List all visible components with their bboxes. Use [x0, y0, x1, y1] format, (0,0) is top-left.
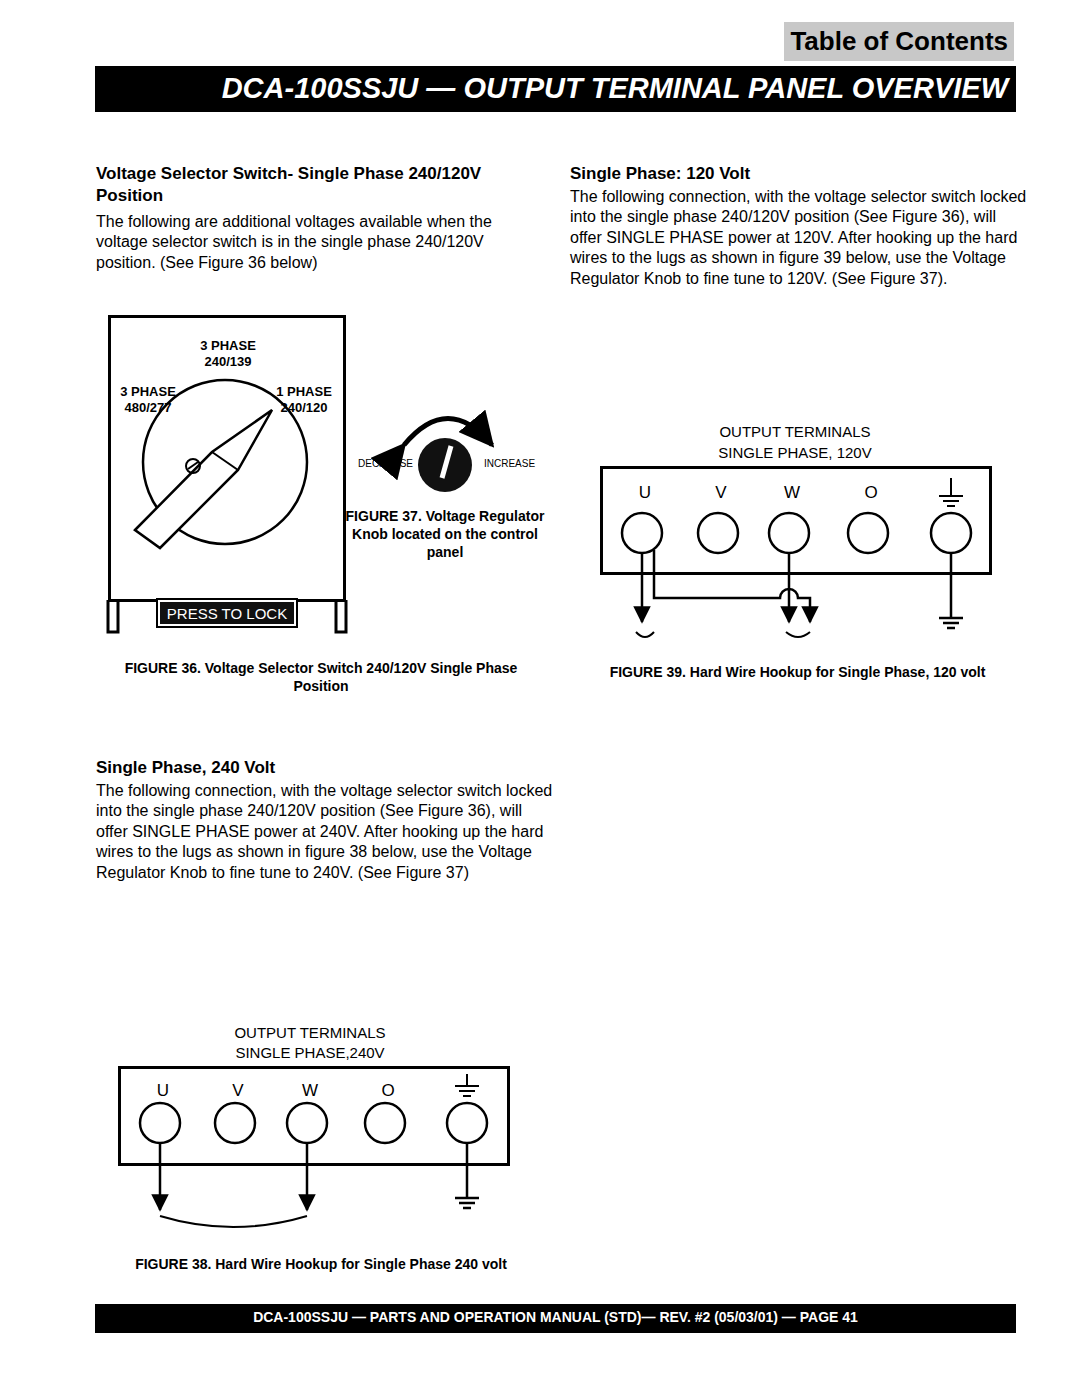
- panel-title: SINGLE PHASE,240V: [160, 1043, 460, 1062]
- figure-caption: FIGURE 36. Voltage Selector Switch 240/1…: [96, 660, 546, 696]
- body-text: The following are additional voltages av…: [96, 212, 541, 273]
- terminal-letter: U: [639, 483, 651, 503]
- terminal-letter: V: [232, 1081, 243, 1101]
- button-label: Table of Contents: [790, 26, 1008, 57]
- terminal-hookup-240v: [140, 1074, 487, 1227]
- switch-label: PRESS TO LOCK: [160, 605, 294, 623]
- switch-label: 1 PHASE 240/120: [273, 384, 335, 415]
- terminal-letter: W: [302, 1081, 318, 1101]
- header-band: [95, 66, 1016, 112]
- panel-title: OUTPUT TERMINALS: [160, 1023, 460, 1042]
- switch-label: 3 PHASE 240/139: [197, 338, 259, 369]
- lock-plate: PRESS TO LOCK: [158, 600, 296, 626]
- selector-switch: [108, 380, 346, 632]
- footer-text: DCA-100SSJU — PARTS AND OPERATION MANUAL…: [100, 1309, 1011, 1327]
- terminal-letter: U: [157, 1081, 169, 1101]
- terminal-letter: O: [381, 1081, 394, 1101]
- switch-label: 3 PHASE 480/277: [117, 384, 179, 415]
- body-text: The following connection, with the volta…: [96, 781, 556, 883]
- terminal-letter: W: [784, 483, 800, 503]
- page-title: DCA-100SSJU — OUTPUT TERMINAL PANEL OVER…: [222, 72, 1008, 105]
- toc-button: Table of Contents: [784, 22, 1014, 61]
- terminal-letter: O: [864, 483, 877, 503]
- panel-title: OUTPUT TERMINALS: [645, 422, 945, 441]
- figure-caption: FIGURE 38. Hard Wire Hookup for Single P…: [96, 1256, 546, 1274]
- regulator-knob: [404, 419, 492, 493]
- footer-band: [95, 1304, 1016, 1333]
- section-heading: Single Phase: 120 Volt: [570, 163, 1025, 185]
- figure-caption: FIGURE 37. Voltage Regulator Knob locate…: [345, 508, 545, 562]
- section-heading: Voltage Selector Switch- Single Phase 24…: [96, 163, 536, 207]
- knob-label: INCREASE: [484, 458, 535, 471]
- body-text: The following connection, with the volta…: [570, 187, 1032, 289]
- terminal-panel: UVWO: [118, 1066, 510, 1166]
- knob-label: DECREASE: [358, 458, 413, 471]
- terminal-hookup-120v: [622, 478, 971, 637]
- panel-title: SINGLE PHASE, 120V: [645, 443, 945, 462]
- switch-housing: 3 PHASE 240/139 3 PHASE 480/277 1 PHASE 24…: [108, 315, 346, 602]
- terminal-panel: UVWO: [600, 466, 992, 575]
- section-heading: Single Phase, 240 Volt: [96, 757, 516, 779]
- figure-caption: FIGURE 39. Hard Wire Hookup for Single P…: [575, 664, 1020, 682]
- terminal-letter: V: [715, 483, 726, 503]
